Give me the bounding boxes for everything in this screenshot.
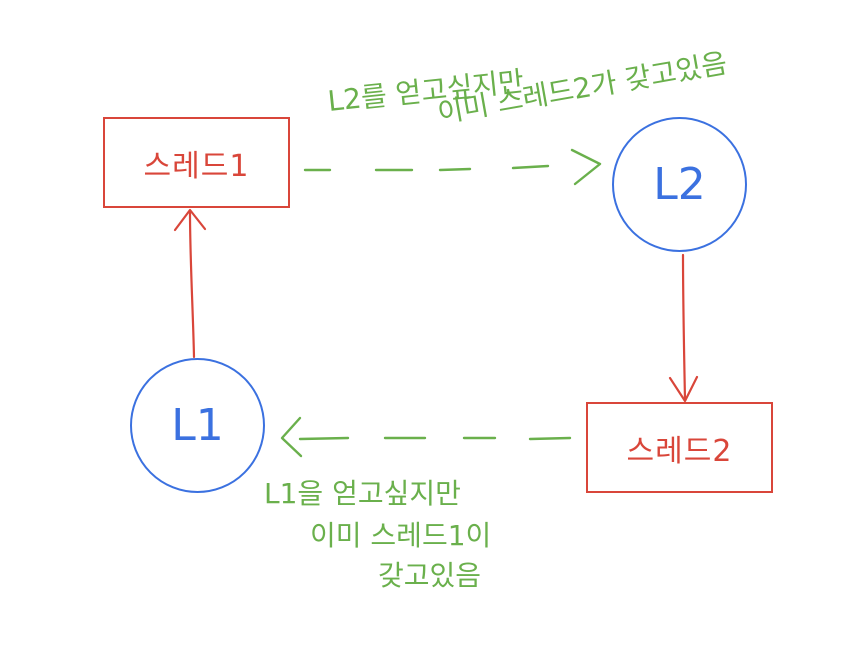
note-thread2-wants-lock1-line1: L1을 얻고싶지만 — [264, 477, 461, 510]
thread2-label: 스레드2 — [626, 433, 733, 469]
arrow-lock2-to-thread2 — [668, 253, 699, 403]
arrow-thread1-wants-lock2 — [303, 148, 602, 186]
lock2-circle: L2 — [612, 117, 747, 252]
thread2-box: 스레드2 — [586, 402, 773, 493]
thread1-label: 스레드1 — [143, 148, 250, 184]
thread1-box: 스레드1 — [103, 117, 290, 208]
note-thread2-wants-lock1-line2: 이미 스레드1이 — [310, 519, 492, 552]
arrow-thread2-wants-lock1 — [280, 416, 572, 458]
lock1-label: L1 — [171, 400, 224, 451]
note-thread2-wants-lock1-line3: 갖고있음 — [378, 559, 482, 592]
lock2-label: L2 — [653, 159, 706, 210]
lock1-circle: L1 — [130, 358, 265, 493]
arrow-lock1-to-thread1 — [173, 208, 207, 359]
